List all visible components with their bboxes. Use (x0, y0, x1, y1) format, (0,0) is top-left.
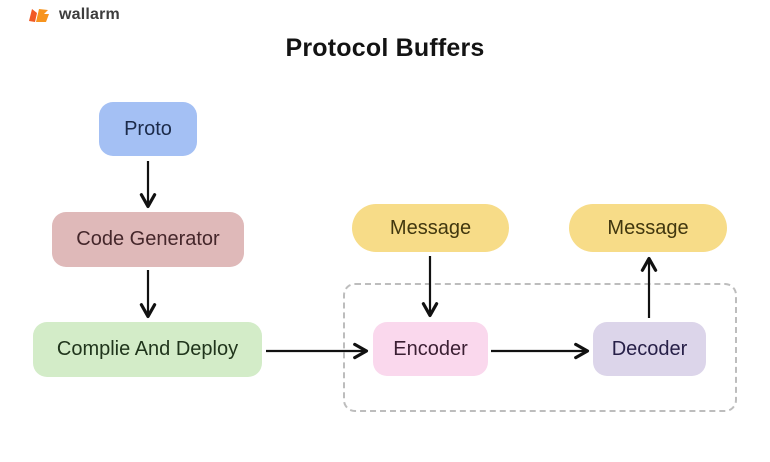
page-title: Protocol Buffers (285, 34, 485, 62)
node-proto: Proto (99, 102, 197, 156)
wallarm-logo-text: wallarm (59, 6, 120, 23)
wallarm-flag-icon (29, 9, 49, 22)
node-encoder: Encoder (373, 322, 488, 376)
wallarm-logo: wallarm (28, 5, 120, 25)
node-decoder: Decoder (593, 322, 706, 376)
codec-dashed-group (343, 283, 737, 412)
node-message-out: Message (569, 204, 727, 252)
node-code-generator: Code Generator (52, 212, 244, 267)
node-compile-and-deploy: Complie And Deploy (33, 322, 262, 377)
node-message-in: Message (352, 204, 509, 252)
